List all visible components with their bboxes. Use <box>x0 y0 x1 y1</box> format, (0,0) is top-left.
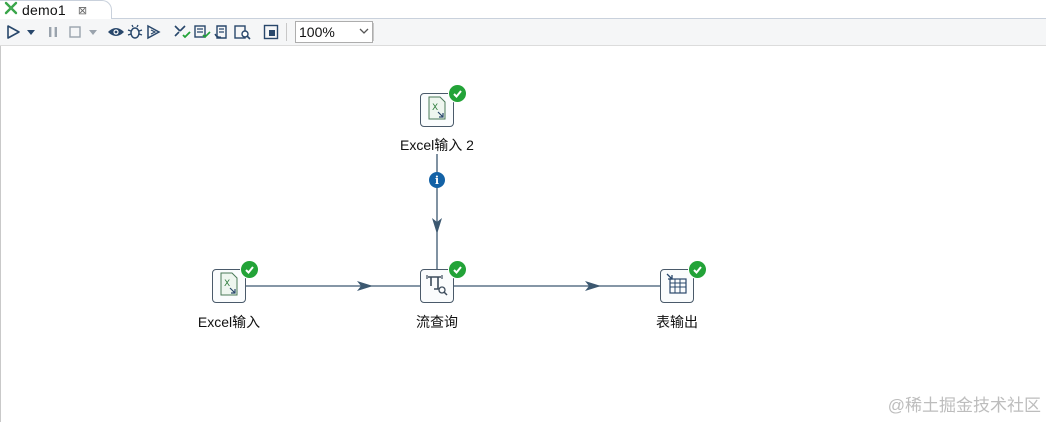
run-options-chevron-icon[interactable] <box>22 22 40 42</box>
close-icon[interactable]: ⊠ <box>77 4 88 17</box>
show-results-icon[interactable] <box>262 22 280 42</box>
toolbar-separator <box>286 23 287 41</box>
excel-input-icon: X <box>426 96 448 125</box>
zoom-value: 100% <box>299 24 335 40</box>
step-label-excel-input: Excel输入 <box>197 314 261 330</box>
run-icon[interactable] <box>4 22 22 42</box>
step-excel-input[interactable]: X <box>212 269 246 303</box>
step-label-table-output: 表输出 <box>656 314 698 330</box>
step-excel-input-2[interactable]: X <box>420 93 454 127</box>
stop-icon[interactable] <box>66 22 84 42</box>
stop-options-chevron-icon[interactable] <box>84 22 102 42</box>
pause-icon[interactable] <box>44 22 62 42</box>
preview-eye-icon[interactable] <box>106 22 126 42</box>
excel-input-icon: X <box>218 272 240 301</box>
svg-text:X: X <box>224 279 230 289</box>
transformation-toolbar: 100% <box>0 19 1046 46</box>
transformation-icon <box>4 1 18 20</box>
status-ok-check-icon <box>240 260 259 279</box>
verify-icon[interactable] <box>172 22 192 42</box>
tab-demo1[interactable]: demo1 ⊠ <box>0 0 112 19</box>
step-label-excel-input-2: Excel输入 2 <box>400 137 474 153</box>
debug-bug-icon[interactable] <box>126 22 144 42</box>
hop-arrow-head <box>432 218 442 234</box>
hop-arrow-head <box>357 281 373 291</box>
table-output-icon <box>665 272 689 301</box>
chevron-down-icon <box>356 27 372 38</box>
status-ok-check-icon <box>448 84 467 103</box>
step-label-stream-lookup: 流查询 <box>416 314 458 330</box>
svg-text:X: X <box>432 103 438 113</box>
replay-icon[interactable] <box>144 22 162 42</box>
impact-analysis-icon[interactable] <box>192 22 212 42</box>
editor-tab-strip: demo1 ⊠ <box>0 0 1046 19</box>
zoom-select[interactable]: 100% <box>295 21 373 43</box>
stream-lookup-icon <box>425 272 449 301</box>
tab-divider <box>112 18 1046 19</box>
step-stream-lookup[interactable] <box>420 269 454 303</box>
info-icon[interactable]: i <box>429 172 445 188</box>
watermark: @稀土掘金技术社区 <box>887 396 1041 415</box>
sql-script-icon[interactable] <box>212 22 232 42</box>
hops-layer <box>246 154 660 291</box>
tab-title: demo1 <box>22 2 66 18</box>
hop-arrow-head <box>585 281 601 291</box>
status-ok-check-icon <box>448 260 467 279</box>
explore-database-icon[interactable] <box>232 22 252 42</box>
toolbar-separator <box>373 23 374 41</box>
status-ok-check-icon <box>688 260 707 279</box>
transformation-canvas[interactable]: i X Excel输入 2 X Excel输入 流查询 表输出 @稀土掘金技术 <box>0 46 1046 422</box>
step-table-output[interactable] <box>660 269 694 303</box>
